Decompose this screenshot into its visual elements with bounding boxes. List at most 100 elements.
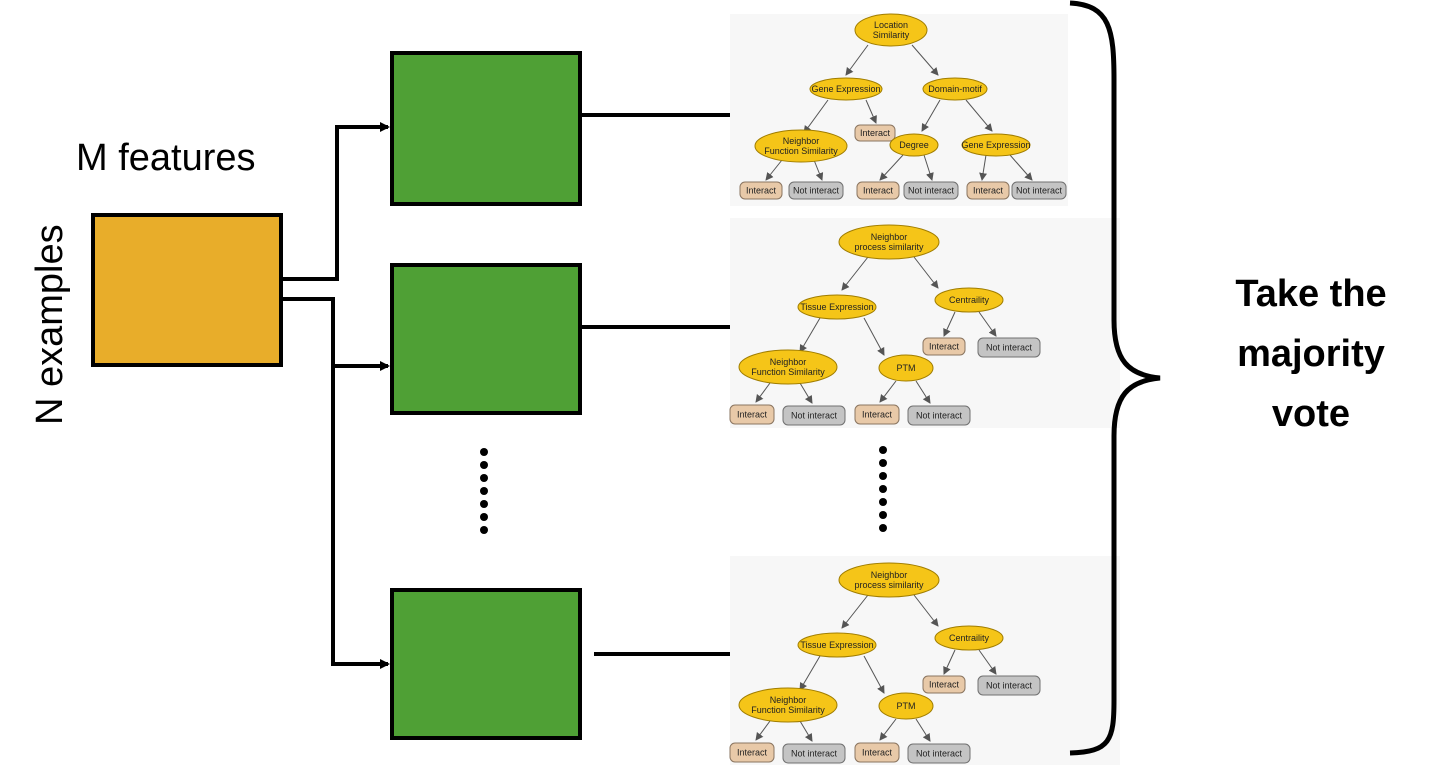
tree3-leaf-1 — [729, 742, 775, 763]
tree2-left-node — [797, 294, 877, 320]
tree-learner-2 — [390, 263, 582, 415]
tree2-leaf-3 — [854, 404, 900, 425]
tree3-leaf-2-label: Not interact — [791, 749, 838, 759]
tree3-leaf-3 — [854, 742, 900, 763]
tree-edge — [865, 99, 877, 124]
tree1-right-node-label: Domain-motif — [928, 84, 982, 94]
tree-edge — [913, 256, 939, 289]
tree-edge — [799, 382, 813, 404]
tree-edge — [879, 154, 904, 181]
tree2-leaf-1-label: Interact — [737, 410, 768, 420]
tree-edge — [863, 655, 885, 694]
tree-edge — [915, 718, 931, 742]
tree-edge — [813, 159, 824, 181]
tree2-lr-node — [878, 354, 934, 382]
sampling-connectors — [281, 122, 390, 669]
tree-edge — [965, 99, 993, 132]
learner-ellipsis — [480, 448, 488, 534]
tree1-ll-node-label: Function Similarity — [764, 146, 838, 156]
tree-edge — [923, 154, 934, 181]
tree3-r-leaf-2-label: Not interact — [986, 681, 1033, 691]
tree3-left-node — [797, 632, 877, 658]
tree-edge — [979, 154, 988, 181]
tree1-leaf-2 — [788, 181, 844, 200]
tree-ellipsis — [879, 446, 887, 532]
tree2-r-leaf-2 — [977, 337, 1041, 358]
tree2-left-node-label: Tissue Expression — [800, 302, 873, 312]
tree-edge — [841, 256, 869, 291]
tree3-left-node-label: Tissue Expression — [800, 640, 873, 650]
tree1-leaf-1-label: Interact — [746, 186, 777, 196]
tree1-left-node — [809, 77, 883, 101]
tree1-leaf-4 — [903, 181, 959, 200]
tree3-ll-node-label: Neighbor — [770, 695, 807, 705]
tree1-leaf-5 — [966, 181, 1010, 200]
tree2-ll-node-label: Function Similarity — [751, 367, 825, 377]
tree1-leaf-1 — [739, 181, 783, 200]
tree1-ll-node-label: Neighbor — [783, 136, 820, 146]
tree-edge — [799, 720, 813, 742]
n-examples-label: N examples — [29, 224, 71, 425]
tree-edge — [1009, 154, 1033, 181]
tree-edge — [879, 718, 897, 741]
majority-vote-line-1: Take the — [1235, 273, 1386, 315]
tree2-lr-node-label: PTM — [897, 363, 916, 373]
tree2-root-node-label: process similarity — [854, 242, 924, 252]
tree-edge — [978, 311, 997, 337]
tree-edge — [913, 594, 939, 627]
tree1-leaf-5-label: Interact — [973, 186, 1004, 196]
tree-edge — [915, 380, 931, 404]
tree1-lr-leaf — [854, 124, 896, 142]
tree3-r-leaf-2 — [977, 675, 1041, 696]
tree-learner-3 — [390, 588, 582, 740]
tree2-ll-node-label: Neighbor — [770, 357, 807, 367]
tree2-leaf-4 — [907, 405, 971, 426]
tree2-root-node — [838, 224, 940, 260]
tree-edge — [911, 44, 939, 76]
tree3-ll-node-label: Function Similarity — [751, 705, 825, 715]
tree3-leaf-4 — [907, 743, 971, 764]
tree1-leaf-3-label: Interact — [863, 186, 894, 196]
majority-vote-line-2: majority — [1237, 333, 1385, 375]
tree3-leaf-2 — [782, 743, 846, 764]
tree3-r-leaf-1-label: Interact — [929, 680, 960, 690]
tree-edge — [943, 311, 956, 337]
tree1-leaf-4-label: Not interact — [908, 186, 955, 196]
tree1-leaf-6 — [1011, 181, 1067, 200]
tree-edge — [799, 655, 821, 691]
tree1-rr-node — [961, 133, 1031, 157]
tree2-right-node-label: Centraility — [949, 295, 990, 305]
tree1-rl-node — [889, 133, 939, 157]
tree2-leaf-2-label: Not interact — [791, 411, 838, 421]
tree2-ll-node — [738, 349, 838, 385]
tree1-right-node — [922, 77, 988, 101]
tree2-leaf-4-label: Not interact — [916, 411, 963, 421]
tree3-root-node-label: process similarity — [854, 580, 924, 590]
tree1-rl-node-label: Degree — [899, 140, 929, 150]
tree1-left-node-label: Gene Expression — [811, 84, 880, 94]
tree1-lr-leaf-label: Interact — [860, 128, 891, 138]
tree1-root-node-label: Location — [874, 20, 908, 30]
tree1-rr-node-label: Gene Expression — [961, 140, 1030, 150]
tree2-leaf-1 — [729, 404, 775, 425]
tree1-root-node — [854, 13, 928, 47]
tree1-leaf-6-label: Not interact — [1016, 186, 1063, 196]
learner-output-arrows — [582, 110, 754, 659]
tree3-lr-node-label: PTM — [897, 701, 916, 711]
tree2-leaf-2 — [782, 405, 846, 426]
tree-edge — [755, 720, 771, 741]
majority-vote-line-3: vote — [1272, 393, 1350, 435]
tree3-root-node-label: Neighbor — [871, 570, 908, 580]
tree-edge — [845, 44, 869, 76]
tree-learner-1 — [390, 51, 582, 206]
tree-edge — [921, 99, 941, 132]
tree1-leaf-2-label: Not interact — [793, 186, 840, 196]
tree3-right-node — [934, 625, 1004, 651]
aggregation-brace — [1069, 0, 1161, 756]
tree-edge — [765, 159, 783, 181]
tree2-leaf-3-label: Interact — [862, 410, 893, 420]
